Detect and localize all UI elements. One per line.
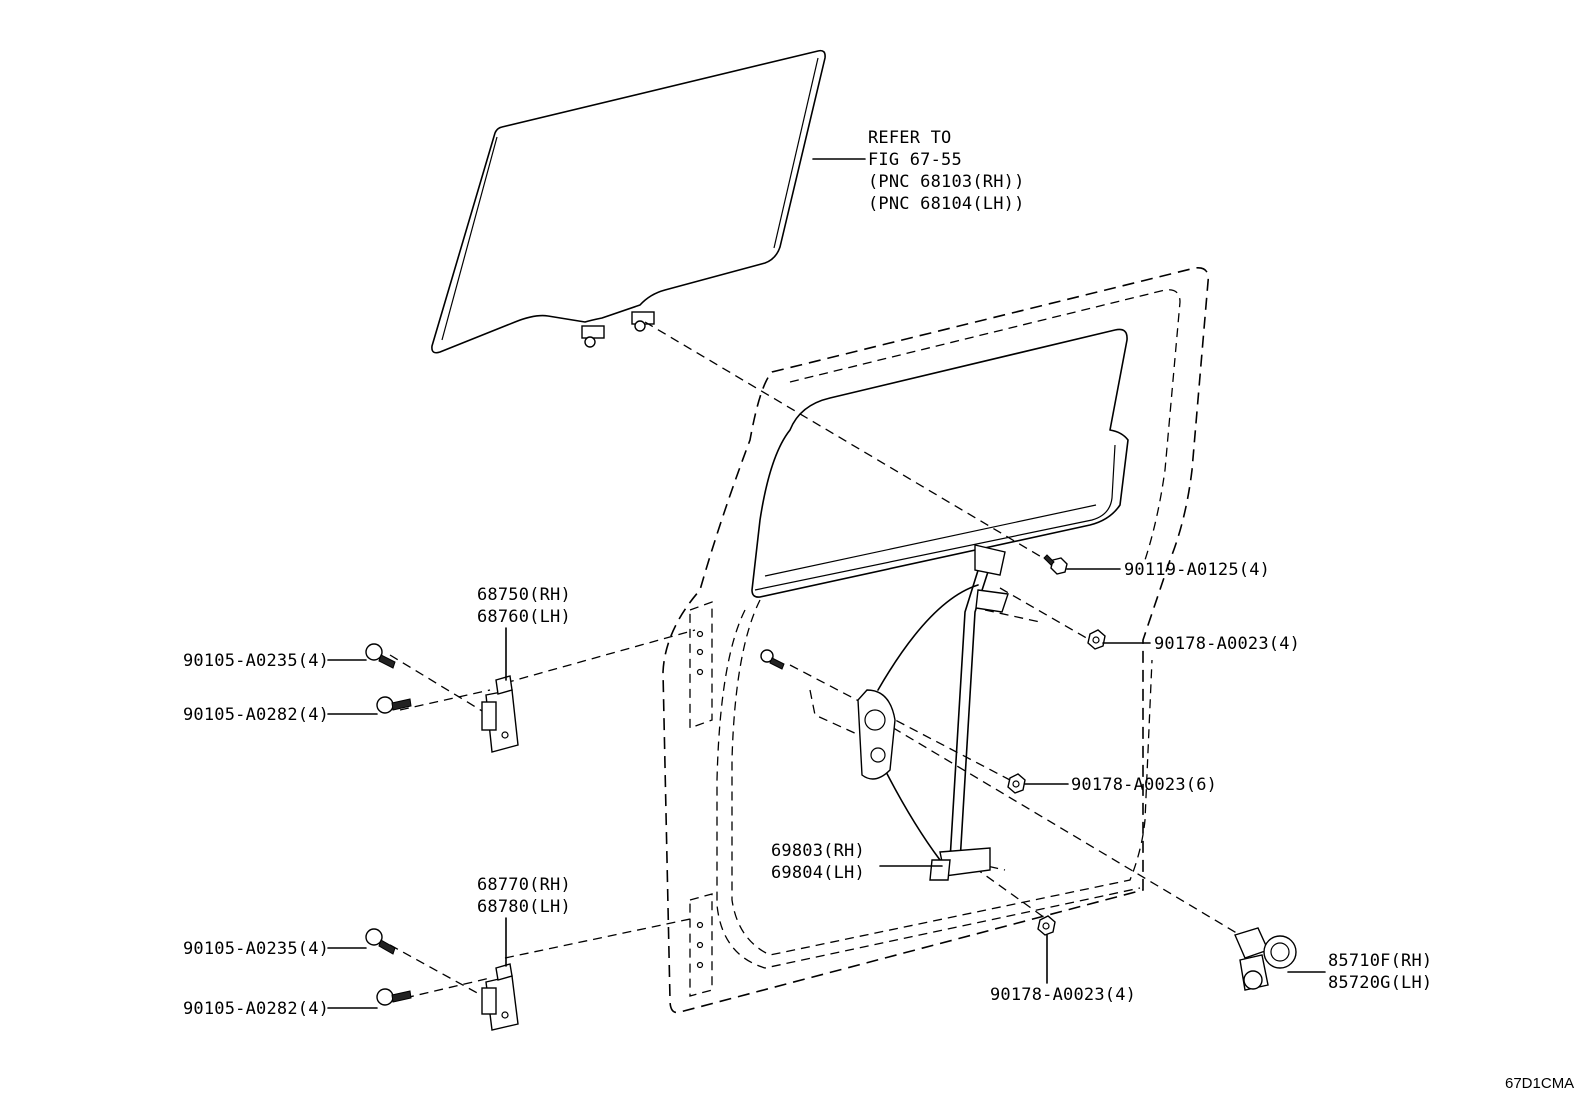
label-motor-lh: 85720G(LH) bbox=[1328, 973, 1432, 993]
label-upper-bolt-b: 90105-A0282(4) bbox=[183, 705, 329, 725]
label-upper-hinge-rh: 68750(RH) bbox=[477, 585, 571, 605]
label-nut-upper: 90178-A0023(4) bbox=[1154, 634, 1300, 654]
figure-code: 67D1CMA bbox=[1505, 1075, 1574, 1092]
door-glass bbox=[431, 49, 826, 354]
label-lower-hinge-lh: 68780(LH) bbox=[477, 897, 571, 917]
label-lower-bolt-b: 90105-A0282(4) bbox=[183, 999, 329, 1019]
glass-ref-line-2: FIG 67-55 bbox=[868, 150, 962, 170]
label-lower-hinge-rh: 68770(RH) bbox=[477, 875, 571, 895]
lower-hinge bbox=[481, 963, 519, 1031]
window-motor bbox=[1234, 927, 1297, 991]
label-regulator-lh: 69804(LH) bbox=[771, 863, 865, 883]
nut-lower bbox=[1037, 915, 1056, 936]
bolt-upper-a bbox=[365, 643, 396, 669]
bolt-lower-b bbox=[376, 988, 412, 1006]
glass-ref-line-4: (PNC 68104(LH)) bbox=[868, 194, 1025, 214]
label-lower-bolt-a: 90105-A0235(4) bbox=[183, 939, 329, 959]
bolt-90119 bbox=[1043, 554, 1068, 575]
glass-ref-line-1: REFER TO bbox=[868, 128, 951, 148]
nut-upper bbox=[1087, 629, 1106, 650]
upper-hinge bbox=[481, 675, 519, 753]
label-nut-lower: 90178-A0023(4) bbox=[990, 985, 1136, 1005]
bolt-lower-a bbox=[365, 928, 396, 955]
glass-clip-left bbox=[581, 325, 605, 348]
glass-ref-line-3: (PNC 68103(RH)) bbox=[868, 172, 1025, 192]
label-motor-rh: 85710F(RH) bbox=[1328, 951, 1432, 971]
label-regulator-rh: 69803(RH) bbox=[771, 841, 865, 861]
label-upper-hinge-lh: 68760(LH) bbox=[477, 607, 571, 627]
label-nut-middle: 90178-A0023(6) bbox=[1071, 775, 1217, 795]
assembly-lines bbox=[389, 321, 1241, 1001]
bolt-regulator bbox=[760, 649, 785, 670]
bolt-upper-b bbox=[376, 696, 412, 714]
glass-clip-right bbox=[631, 311, 655, 332]
door-panel bbox=[662, 266, 1210, 1014]
part-labels: REFER TO FIG 67-55 (PNC 68103(RH)) (PNC … bbox=[183, 128, 1574, 1092]
leader-lines bbox=[327, 158, 1326, 1009]
label-upper-bolt-a: 90105-A0235(4) bbox=[183, 651, 329, 671]
nut-middle bbox=[1007, 773, 1026, 794]
window-regulator bbox=[857, 544, 1009, 881]
label-bolt-90119: 90119-A0125(4) bbox=[1124, 560, 1270, 580]
